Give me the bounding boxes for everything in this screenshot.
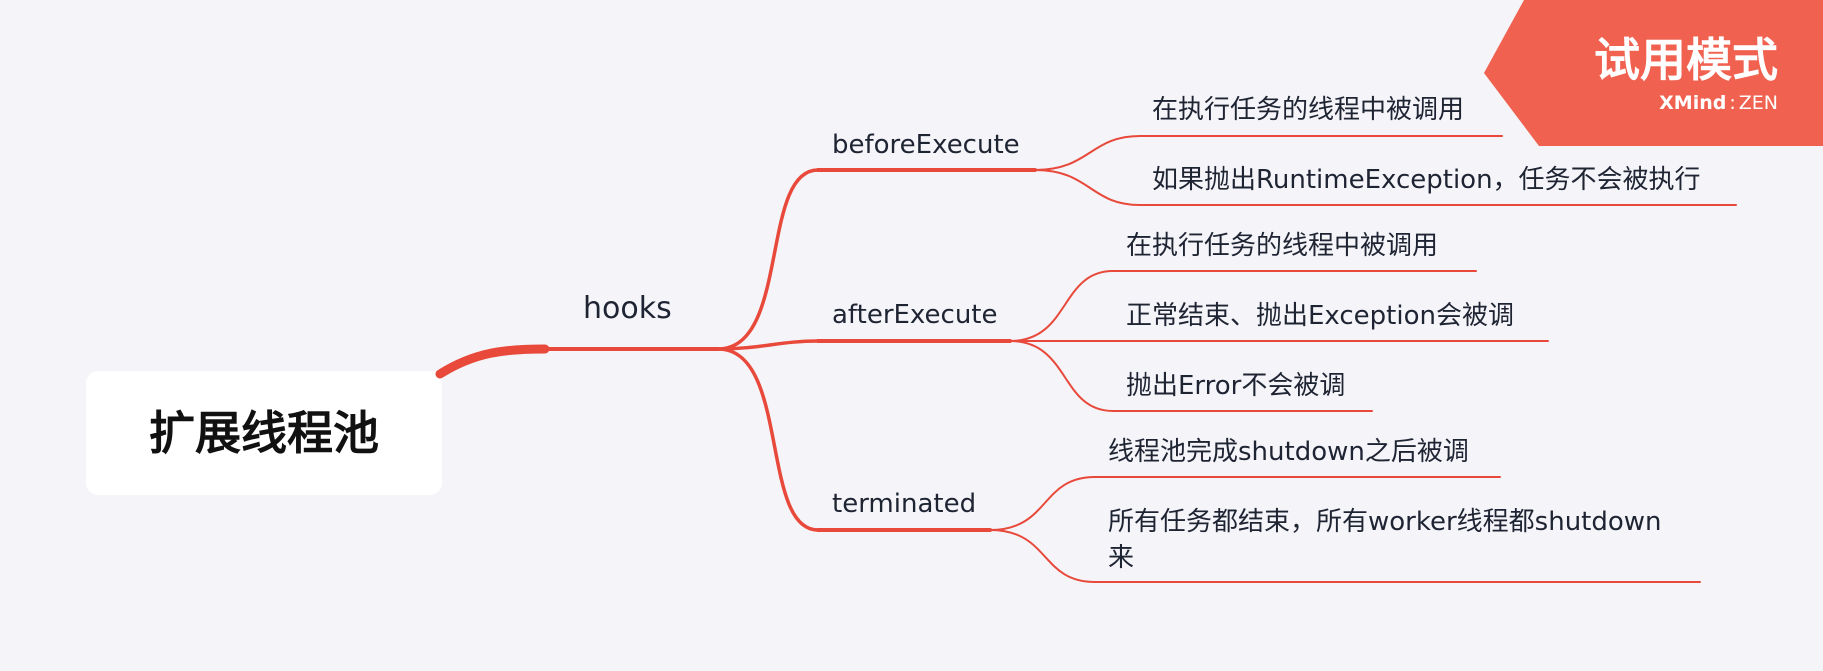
terminated-edge-1 (989, 476, 1096, 531)
afterexecute-item-2[interactable]: 正常结束、抛出Exception会被调 (1126, 301, 1514, 331)
trial-mode-title: 试用模式 (1594, 33, 1778, 87)
afterexecute-item-3[interactable]: 抛出Error不会被调 (1126, 371, 1345, 401)
beforeexecute-edge-1 (1034, 135, 1141, 171)
afterexecute-edge-1 (1009, 270, 1114, 342)
hooks-to-beforeexecute-edge (716, 168, 820, 351)
root-topic-box (86, 371, 442, 495)
trial-mode-badge[interactable]: 试用模式 XMind:ZEN (1484, 0, 1823, 146)
afterexecute-topic[interactable]: afterExecute (832, 300, 997, 330)
beforeexecute-item-2[interactable]: 如果抛出RuntimeException，任务不会被执行 (1152, 165, 1701, 195)
terminated-item-2-line-2[interactable]: 来 (1108, 543, 1134, 573)
root-topic[interactable]: 扩展线程池 (86, 371, 442, 495)
terminated-item-1[interactable]: 线程池完成shutdown之后被调 (1108, 437, 1469, 467)
xmind-zen-logo: XMind:ZEN (1659, 92, 1778, 114)
terminated-item-2-line-1[interactable]: 所有任务都结束，所有worker线程都shutdown (1108, 507, 1662, 537)
terminated-edge-2 (989, 529, 1096, 583)
beforeexecute-topic[interactable]: beforeExecute (832, 130, 1020, 160)
trial-mode-badge-shape (1484, 0, 1823, 146)
beforeexecute-edge-2 (1034, 169, 1141, 206)
hooks-topic[interactable]: hooks (583, 291, 672, 326)
hooks-to-afterexecute-edge (716, 339, 820, 351)
afterexecute-item-1[interactable]: 在执行任务的线程中被调用 (1126, 231, 1438, 261)
terminated-topic[interactable]: terminated (832, 489, 976, 519)
beforeexecute-item-1[interactable]: 在执行任务的线程中被调用 (1152, 95, 1464, 125)
hooks-to-terminated-edge (716, 347, 820, 532)
root-topic-label: 扩展线程池 (149, 406, 379, 460)
root-to-hooks-edge (435, 344, 550, 379)
afterexecute-edge-3 (1009, 340, 1114, 412)
